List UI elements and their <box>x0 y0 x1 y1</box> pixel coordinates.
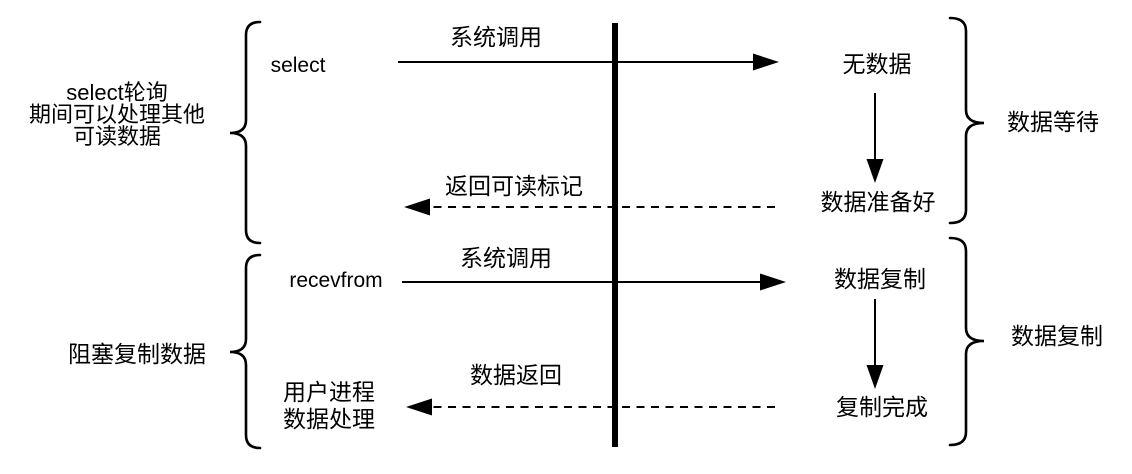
no-data-state-label: 无数据 <box>842 51 912 77</box>
syscall-label-top: 系统调用 <box>450 24 542 50</box>
left-brace-top-icon <box>229 20 262 245</box>
copy-done-state-label: 复制完成 <box>836 394 928 420</box>
recvfrom-caller-label: recevfrom <box>289 269 383 292</box>
select-syscall-arrow-icon <box>398 53 779 71</box>
recvfrom-syscall-arrow-icon <box>402 273 786 291</box>
data-return-label: 数据返回 <box>470 362 562 388</box>
left-brace-bottom-icon <box>229 253 262 450</box>
select-poll-note: select轮询 期间可以处理其他 可读数据 <box>28 80 206 149</box>
data-wait-phase-label: 数据等待 <box>1007 109 1099 135</box>
data-copy-phase-label: 数据复制 <box>1011 323 1103 349</box>
copy-progress-down-arrow-icon <box>866 299 884 389</box>
right-brace-top-icon <box>948 16 985 225</box>
data-copy-state-label: 数据复制 <box>834 266 926 292</box>
return-readable-flag-label: 返回可读标记 <box>445 173 583 199</box>
data-arrive-down-arrow-icon <box>866 93 884 183</box>
block-copy-note: 阻塞复制数据 <box>68 341 206 367</box>
data-return-dashed-arrow-icon <box>406 398 775 416</box>
user-process-label: 用户进程 数据处理 <box>283 379 375 432</box>
data-ready-state-label: 数据准备好 <box>820 189 936 215</box>
return-flag-dashed-arrow-icon <box>404 198 775 216</box>
right-brace-bottom-icon <box>948 236 985 447</box>
syscall-label-bottom: 系统调用 <box>460 245 552 271</box>
select-caller-label: select <box>270 54 326 77</box>
